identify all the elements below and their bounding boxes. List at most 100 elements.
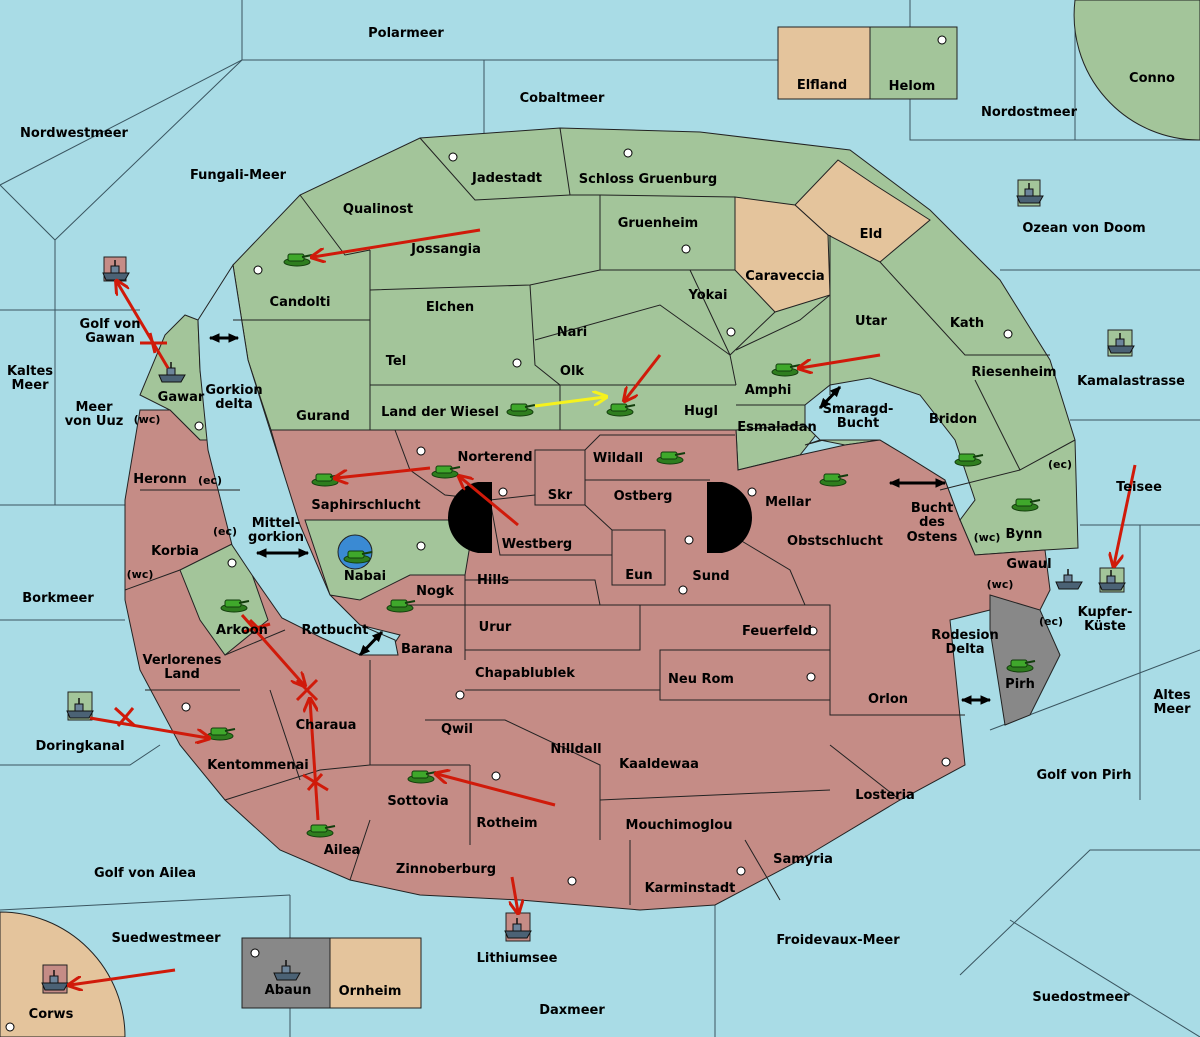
label-rotbucht: Rotbucht (302, 623, 369, 638)
link-arrows (208, 333, 992, 705)
label-ec-bynn: (ec) (1048, 458, 1072, 471)
label-nordostmeer: Nordostmeer (981, 105, 1078, 120)
region-ornheim[interactable] (329, 937, 422, 1009)
label-corws: Corws (29, 1007, 74, 1022)
mountain-east (707, 482, 753, 553)
label-kentommenai: Kentommenai (207, 758, 308, 773)
mountain-west (447, 482, 492, 553)
label-bucht-3: Ostens (907, 530, 958, 545)
label-urur: Urur (479, 620, 512, 635)
label-jossangia: Jossangia (410, 242, 481, 257)
label-yokai: Yokai (687, 288, 727, 303)
label-wc-gawar: (wc) (134, 413, 161, 426)
label-amphi: Amphi (745, 383, 792, 398)
label-mittel-2: gorkion (248, 530, 304, 545)
region-conno[interactable] (1073, 0, 1200, 141)
label-gorkion-2: delta (215, 397, 253, 412)
label-kath: Kath (950, 316, 984, 331)
water-gorkion-channel (197, 263, 399, 656)
label-jadestadt: Jadestadt (471, 171, 542, 186)
label-riesenheim: Riesenheim (971, 365, 1056, 380)
label-bucht-1: Bucht (911, 501, 953, 516)
label-rodesion-1: Rodesion (931, 628, 998, 643)
label-altes-1: Altes (1153, 688, 1191, 703)
label-utar: Utar (855, 314, 888, 329)
label-esmaladan: Esmaladan (737, 420, 817, 435)
label-kaltes-2: Meer (12, 378, 50, 393)
province-borders (124, 127, 1076, 905)
label-kupfer-1: Kupfer- (1078, 605, 1133, 620)
label-nordwestmeer: Nordwestmeer (20, 126, 128, 141)
label-orlon: Orlon (868, 692, 908, 707)
label-daxmeer: Daxmeer (539, 1003, 605, 1018)
label-borkmeer: Borkmeer (22, 591, 94, 606)
label-suedostmeer: Suedostmeer (1032, 990, 1130, 1005)
label-nilldall: Nilldall (550, 742, 601, 757)
label-ec-korbia: (ec) (213, 525, 237, 538)
label-karminstadt: Karminstadt (645, 881, 736, 896)
label-korbia: Korbia (151, 544, 199, 559)
label-lithiumsee: Lithiumsee (477, 951, 558, 966)
label-elfland: Elfland (797, 78, 847, 93)
water-smaragd-bucht (804, 377, 976, 522)
label-doringkanal: Doringkanal (35, 739, 124, 754)
label-saphir: Saphirschlucht (311, 498, 420, 513)
label-neu-rom: Neu Rom (668, 672, 734, 687)
label-norterend: Norterend (457, 450, 532, 465)
label-gorkion-1: Gorkion (205, 383, 262, 398)
label-olk: Olk (560, 364, 585, 379)
label-conno: Conno (1129, 71, 1175, 86)
label-mouchimoglou: Mouchimoglou (626, 818, 733, 833)
label-suedwestmeer: Suedwestmeer (111, 931, 221, 946)
label-gwaul: Gwaul (1006, 557, 1051, 572)
label-golf-pirh: Golf von Pirh (1036, 768, 1131, 783)
label-ostberg: Ostberg (614, 489, 673, 504)
label-heronn: Heronn (133, 472, 187, 487)
label-land-wiesel: Land der Wiesel (381, 405, 499, 420)
label-wc-korbia: (wc) (127, 568, 154, 581)
label-ornheim: Ornheim (339, 984, 402, 999)
label-nabai: Nabai (344, 569, 386, 584)
labels: Polarmeer Cobaltmeer Nordwestmeer Nordos… (7, 26, 1191, 1022)
label-kaaldewaa: Kaaldewaa (619, 757, 699, 772)
region-elfland[interactable] (777, 26, 871, 100)
label-verlorenes-2: Land (164, 667, 200, 682)
label-caraveccia: Caraveccia (745, 269, 824, 284)
label-barana: Barana (401, 642, 453, 657)
label-ozean: Ozean von Doom (1022, 221, 1145, 236)
label-nogk: Nogk (416, 584, 454, 599)
label-losteria: Losteria (855, 788, 915, 803)
label-bridon: Bridon (929, 412, 977, 427)
label-qualinost: Qualinost (343, 202, 413, 217)
label-verlorenes-1: Verlorenes (142, 653, 221, 668)
label-skr: Skr (548, 488, 573, 503)
label-candolti: Candolti (270, 295, 331, 310)
label-sottovia: Sottovia (387, 794, 448, 809)
label-gruenheim: Gruenheim (618, 216, 698, 231)
label-golf-ailea: Golf von Ailea (94, 866, 196, 881)
label-hills: Hills (477, 573, 509, 588)
label-golf-gawan-2: Gawan (85, 331, 134, 346)
label-gawar: Gawar (158, 390, 205, 405)
region-arkoon[interactable] (179, 539, 269, 656)
label-teisee: Teisee (1116, 480, 1162, 495)
label-arkoon: Arkoon (216, 623, 268, 638)
label-rodesion-2: Delta (945, 642, 984, 657)
label-schloss: Schloss Gruenburg (579, 172, 717, 187)
label-sund: Sund (692, 569, 729, 584)
label-wildall: Wildall (593, 451, 643, 466)
label-smaragd-2: Bucht (837, 416, 879, 431)
label-zinnoberburg: Zinnoberburg (396, 862, 496, 877)
label-eun: Eun (625, 568, 652, 583)
label-qwil: Qwil (441, 722, 473, 737)
label-polarmeer: Polarmeer (368, 26, 444, 41)
label-samyria: Samyria (773, 852, 833, 867)
order-arrows (70, 228, 1137, 985)
label-uuz-2: von Uuz (65, 414, 124, 429)
failed-markers (113, 332, 329, 792)
label-feuerfeld: Feuerfeld (742, 624, 812, 639)
label-ailea: Ailea (324, 843, 361, 858)
label-pirh: Pirh (1005, 677, 1035, 692)
label-chapablublek: Chapablublek (475, 666, 575, 681)
